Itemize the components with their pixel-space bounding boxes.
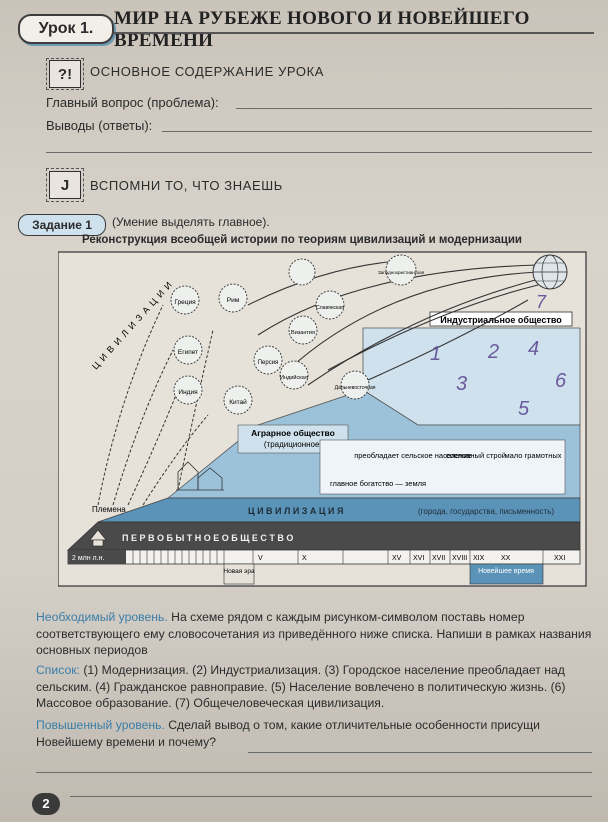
civ-india: Индия xyxy=(178,389,198,396)
agrarian-sublabel: (традиционное) xyxy=(264,440,323,449)
timeline-start-label: 2 млн л.н. xyxy=(72,555,104,562)
recall-icon-frame xyxy=(46,168,84,202)
solid-arrows xyxy=(247,261,544,386)
century-xvii: XVII xyxy=(432,555,445,562)
civ-persia: Персия xyxy=(258,360,279,366)
lesson-title: МИР НА РУБЕЖЕ НОВОГО И НОВЕЙШЕГО ВРЕМЕНИ xyxy=(114,8,530,51)
new-era-label: Новая эра xyxy=(223,568,255,575)
header-underline xyxy=(114,32,594,34)
question-label: Главный вопрос (проблема): xyxy=(46,95,219,110)
century-v: V xyxy=(258,555,263,562)
history-diagram: Индустриальное общество Аграрное обществ… xyxy=(58,251,587,587)
level1-paragraph: Необходимый уровень. На схеме рядом с ка… xyxy=(36,609,596,659)
agrarian-note-3: мало грамотных xyxy=(504,451,561,460)
conclusions-label: Выводы (ответы): xyxy=(46,118,153,133)
century-xxi: XXI xyxy=(554,555,565,562)
primitive-band-label: П Е Р В О Б Ы Т Н О Е О Б Щ Е С Т В О xyxy=(122,533,293,543)
civ-greece: Греция xyxy=(174,299,196,306)
question-exclamation-icon: ?! xyxy=(49,60,81,88)
lesson-header: Урок 1. МИР НА РУБЕЖЕ НОВОГО И НОВЕЙШЕГО… xyxy=(8,8,600,51)
level1-label: Необходимый уровень. xyxy=(36,610,168,624)
hook-icon: J xyxy=(49,171,81,199)
agrarian-label-box xyxy=(237,424,349,454)
level2-paragraph: Повышенный уровень. Сделай вывод о том, … xyxy=(36,717,596,750)
page-number: 2 xyxy=(32,793,60,815)
globe-icon xyxy=(532,254,568,290)
civ-byzantium: Византия xyxy=(291,330,315,336)
conclusions-answer-line-1[interactable] xyxy=(162,131,592,132)
main-icon-frame xyxy=(46,58,84,90)
answer-line-1[interactable] xyxy=(248,752,592,753)
industrial-label-frame xyxy=(429,311,573,327)
civ-western-christian: Западнохристианская xyxy=(378,270,425,275)
civ-rome: Рим xyxy=(227,297,240,304)
hand-number-4: 4 xyxy=(528,338,539,360)
tribes-label: Племена xyxy=(92,505,126,514)
century-xix: XIX xyxy=(473,555,485,562)
civilization-band-note: (города, государства, письменность) xyxy=(418,507,554,516)
hand-number-1: 1 xyxy=(430,343,441,365)
agrarian-label: Аграрное общество xyxy=(251,428,335,438)
hut-icon xyxy=(89,529,107,547)
list-label: Список: xyxy=(36,663,80,677)
main-section-title: ОСНОВНОЕ СОДЕРЖАНИЕ УРОКА xyxy=(90,64,325,79)
agrarian-note-1: преобладает сельское население xyxy=(354,451,472,460)
task-note: (Умение выделять главное). xyxy=(112,215,270,229)
civilization-circles xyxy=(170,254,417,415)
dashed-arrows xyxy=(97,304,214,506)
agrarian-note-2: сословный строй xyxy=(446,451,506,460)
civilization-band-label: Ц И В И Л И З А Ц И Я xyxy=(248,506,343,516)
list-body: (1) Модернизация. (2) Индустриализация. … xyxy=(36,663,566,710)
hand-number-5: 5 xyxy=(518,398,530,420)
civ-slavic: Славянская xyxy=(316,305,344,311)
civ-indian: Индийская xyxy=(280,374,308,381)
list-paragraph: Список: (1) Модернизация. (2) Индустриал… xyxy=(36,662,596,712)
timeline-start-cell xyxy=(68,550,126,564)
handwritten-numbers: 1 2 3 4 5 6 7 xyxy=(430,292,567,420)
conclusions-answer-line-2[interactable] xyxy=(46,152,592,153)
diagram-title: Реконструкция всеобщей истории по теория… xyxy=(82,234,522,246)
new-era-box xyxy=(223,563,255,585)
main-wealth-note: главное богатство — земля xyxy=(330,479,426,488)
task-label: Задание 1 xyxy=(18,214,106,236)
answer-line-2[interactable] xyxy=(36,772,592,773)
century-xvi: XVI xyxy=(413,555,424,562)
level1-body: На схеме рядом с каждым рисунком-символо… xyxy=(36,610,592,657)
century-xx: XX xyxy=(501,555,511,562)
recall-section-title: ВСПОМНИ ТО, ЧТО ЗНАЕШЬ xyxy=(90,178,283,193)
century-xv: XV xyxy=(392,555,402,562)
newest-time-box xyxy=(469,563,544,585)
level2-label: Повышенный уровень. xyxy=(36,718,165,732)
hand-number-6: 6 xyxy=(555,370,567,392)
industrial-label: Индустриальное общество xyxy=(440,315,562,325)
hand-number-7: 7 xyxy=(536,292,547,312)
century-x: X xyxy=(302,555,307,562)
question-answer-line[interactable] xyxy=(236,108,592,109)
newest-time-label: Новейшее время xyxy=(478,567,534,575)
civ-china: Китай xyxy=(229,398,247,406)
level2-body: Сделай вывод о том, какие отличительные … xyxy=(36,718,540,749)
hand-number-3: 3 xyxy=(456,373,467,395)
hand-number-2: 2 xyxy=(487,341,499,363)
agrarian-notes-box xyxy=(319,439,566,495)
temple-icon xyxy=(176,461,224,491)
civ-far-eastern: Дальневосточная xyxy=(335,385,376,391)
answer-line-3[interactable] xyxy=(70,796,592,797)
timeline-ticks xyxy=(132,550,544,564)
lesson-label: Урок 1. xyxy=(18,14,114,44)
civ-egypt: Египет xyxy=(178,349,198,356)
century-xviii: XVIII xyxy=(452,555,467,562)
